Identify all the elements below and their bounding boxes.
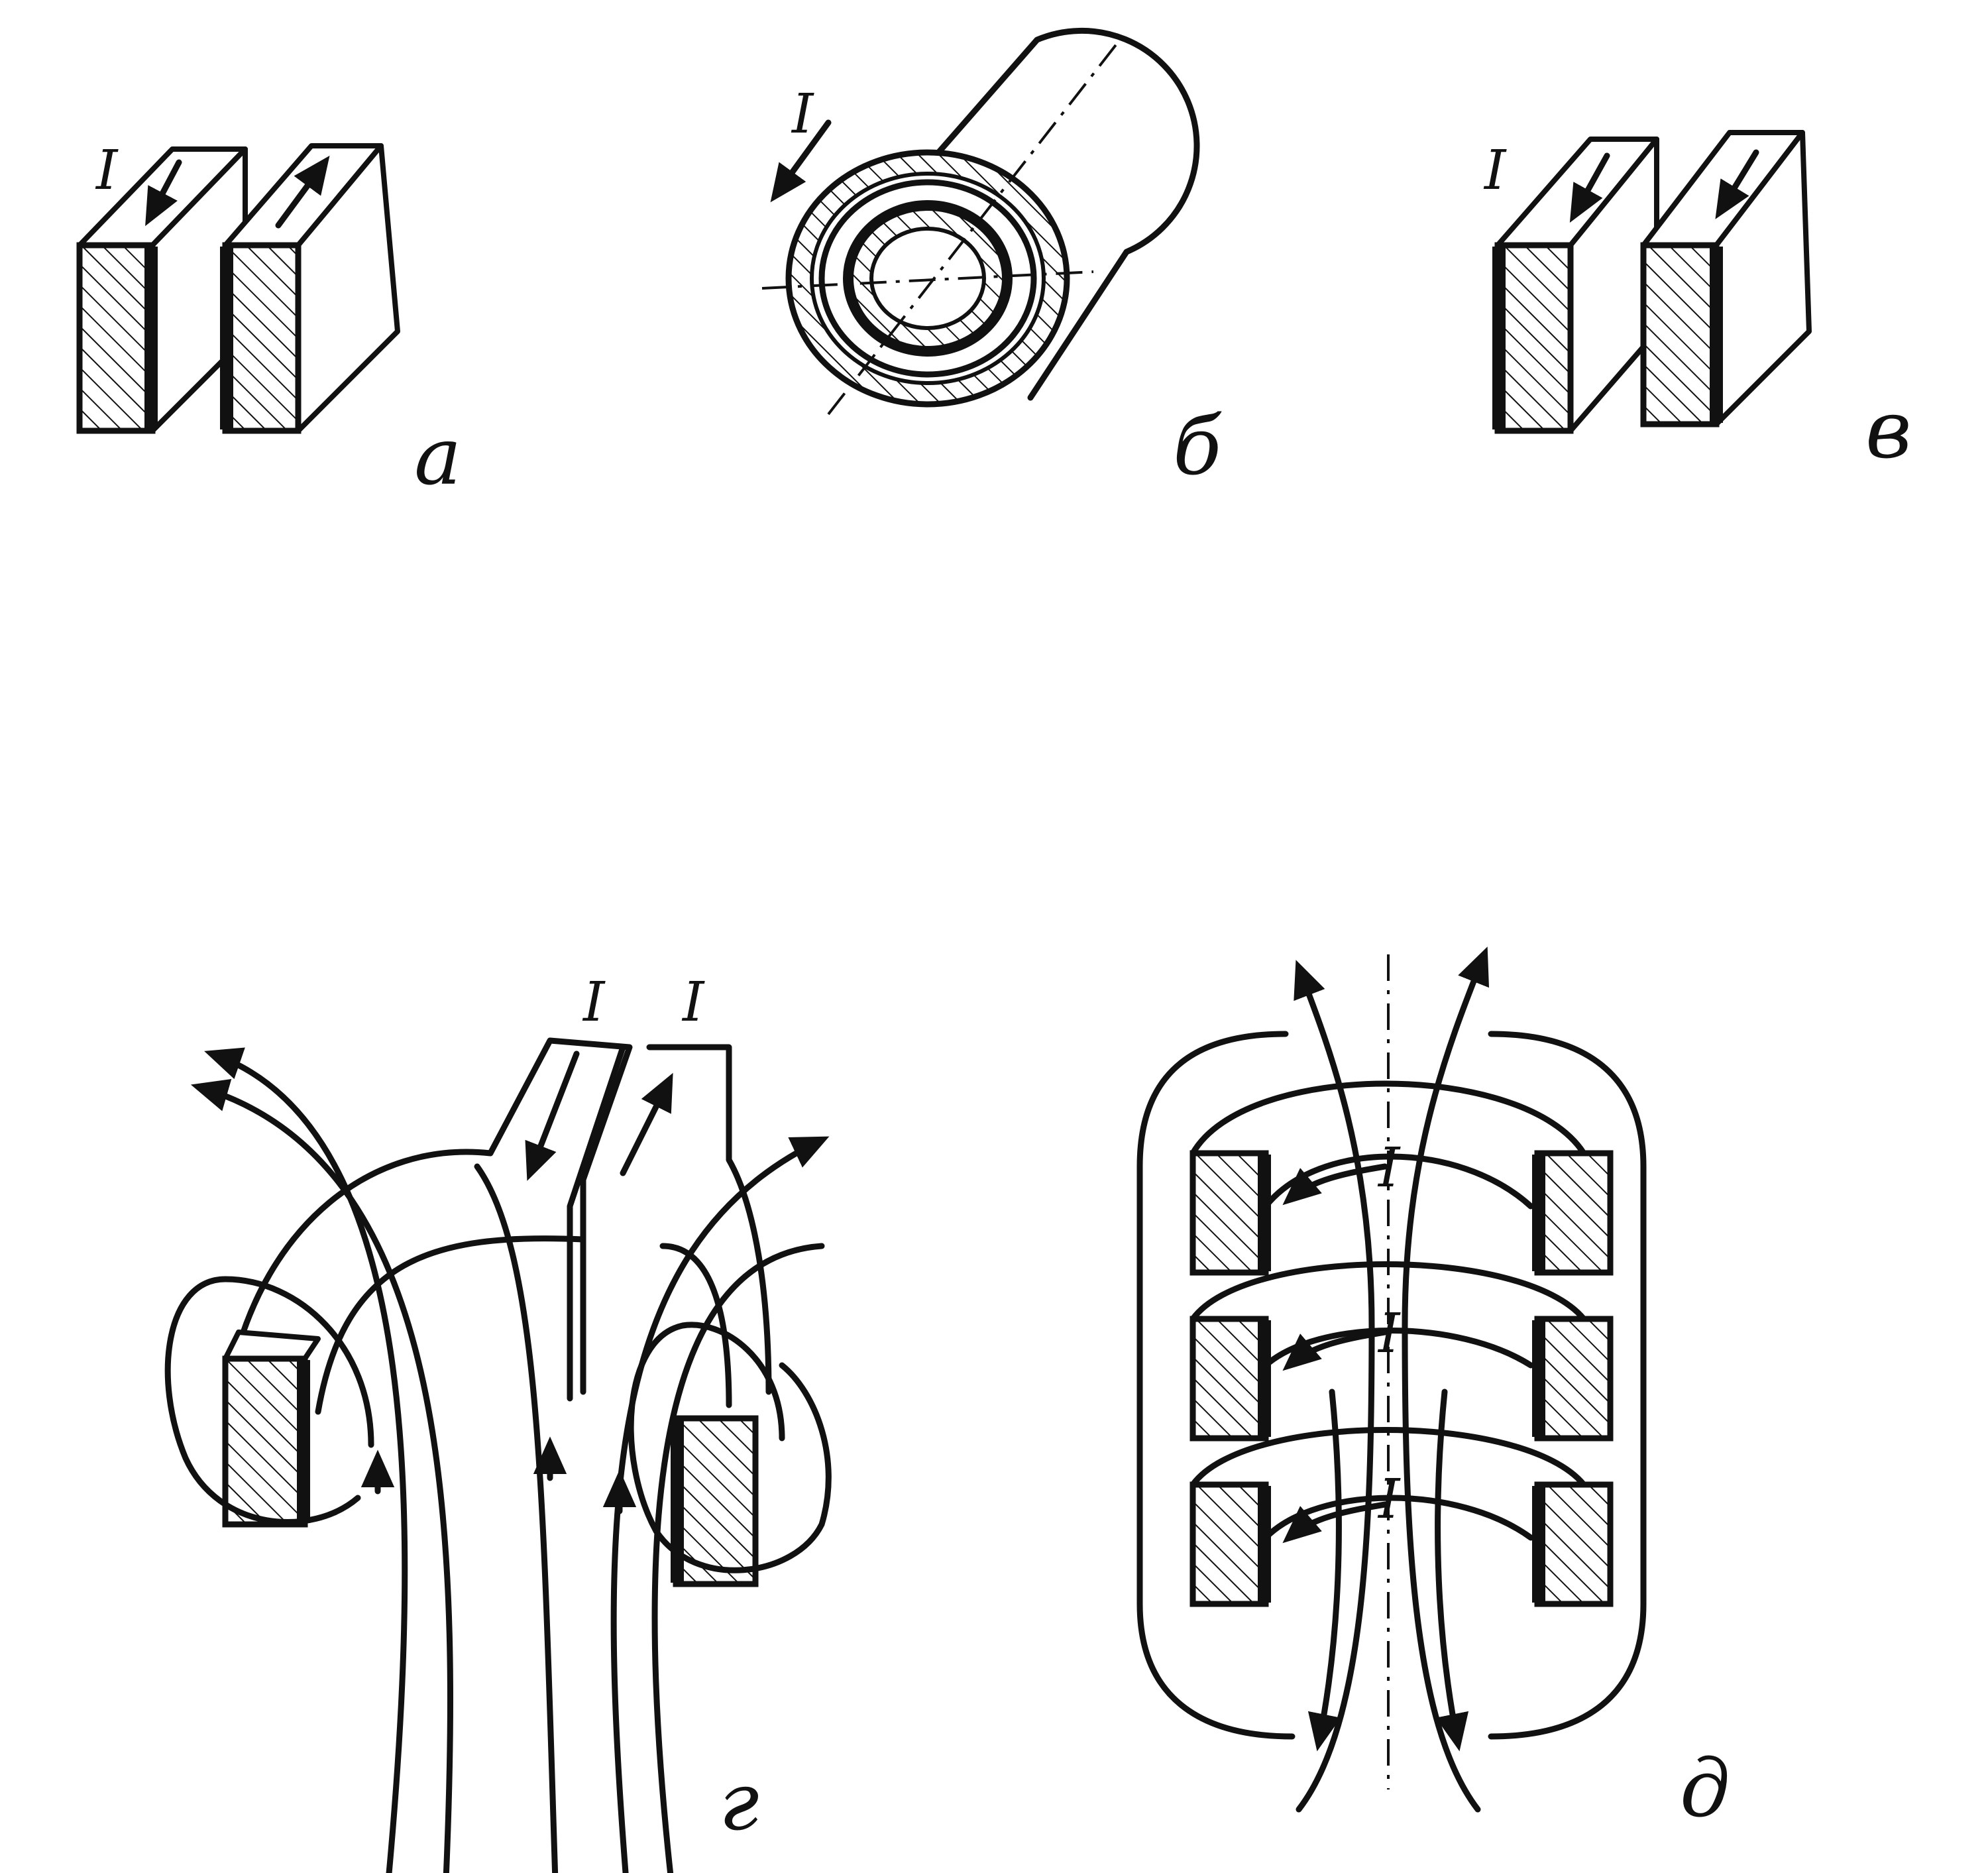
current-label-middle: I <box>1377 1302 1401 1365</box>
current-label: I <box>791 83 814 146</box>
current-label: I <box>1483 139 1507 202</box>
panel-v: I в <box>1483 130 1912 477</box>
panel-label-g: г <box>719 1756 759 1848</box>
current-label-bottom: I <box>1377 1468 1401 1531</box>
current-arrow-down <box>1715 149 1759 219</box>
busbar-right <box>1640 130 1812 427</box>
panel-a: I а <box>76 139 462 503</box>
panel-label-d: д <box>1680 1743 1730 1835</box>
busbar-left <box>1492 137 1659 434</box>
current-label-top: I <box>1377 1137 1401 1200</box>
panel-label-v: в <box>1865 384 1912 477</box>
busbar-right <box>220 143 400 434</box>
current-arrow-down <box>1569 152 1610 223</box>
current-label-left: I <box>582 971 606 1034</box>
current-label: I <box>95 139 119 202</box>
conductor-row-middle <box>1189 1261 1614 1442</box>
panel-d: I I I д <box>1136 946 1730 1835</box>
current-label-right: I <box>681 971 705 1034</box>
panel-b: I б <box>761 27 1222 493</box>
panel-label-a: а <box>414 411 462 503</box>
current-arrow <box>770 119 832 203</box>
left-cross-section <box>222 1330 321 1528</box>
coaxial-cylinder <box>761 27 1200 416</box>
conductor-row-top <box>1189 1080 1614 1276</box>
panel-label-b: б <box>1173 401 1222 493</box>
conductor-row-bottom <box>1189 1427 1614 1607</box>
field-lines <box>164 1047 832 1873</box>
right-cross-section <box>671 1415 759 1587</box>
panel-g: I I г <box>164 971 832 1873</box>
current-arrow-down <box>145 159 182 227</box>
field-lines <box>1136 946 1647 1813</box>
current-arrow-up <box>275 155 330 229</box>
bent-busbar-pair <box>229 1037 772 1415</box>
